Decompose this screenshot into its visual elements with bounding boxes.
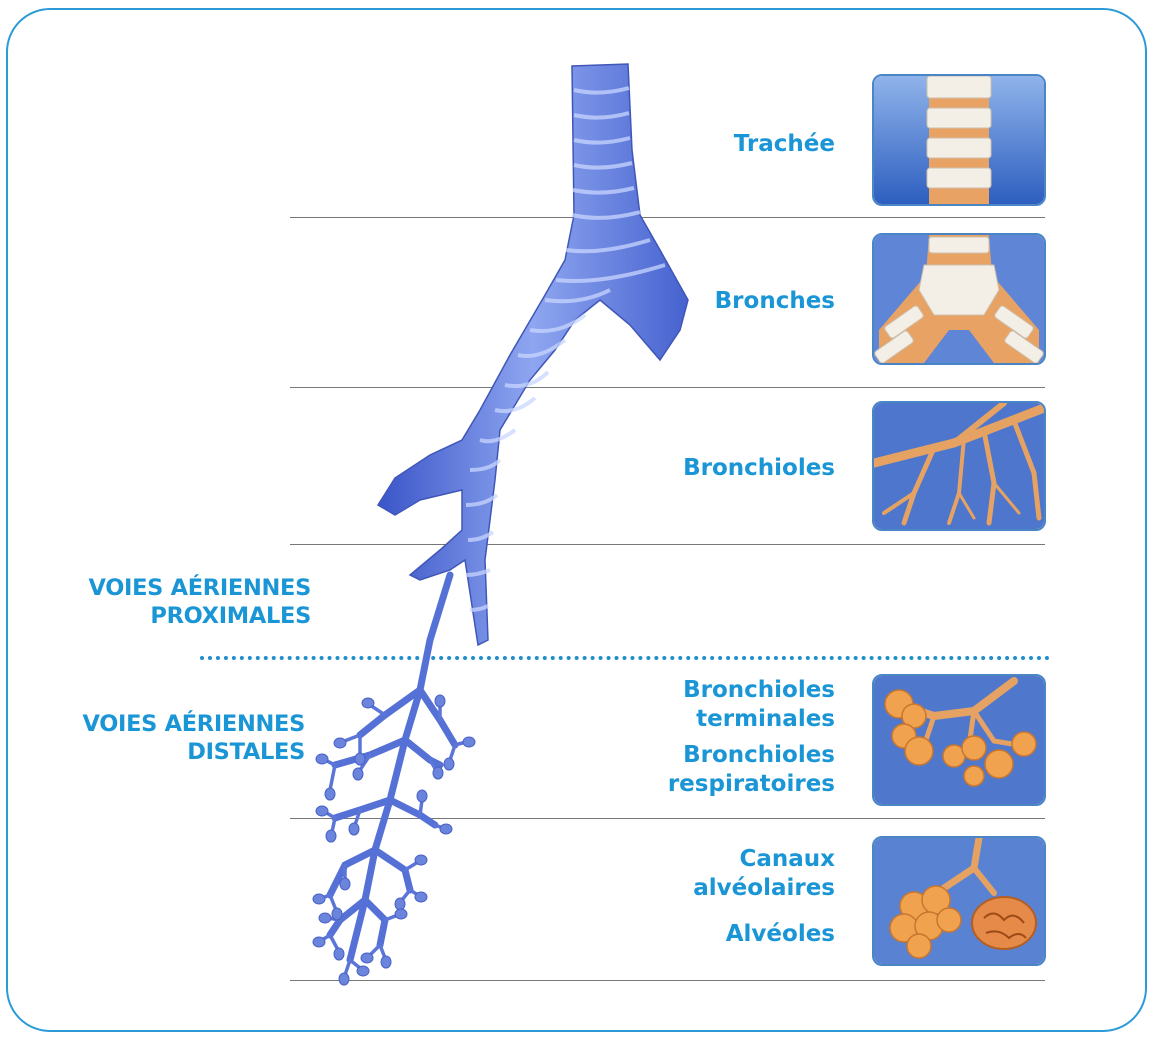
label-trachee: Trachée [734,130,835,159]
bronchi-thumbnail-icon [872,233,1046,365]
label-line: alvéolaires [693,874,835,903]
zone-proximal-label: VOIES AÉRIENNES PROXIMALES [88,574,311,630]
zone-line: PROXIMALES [88,602,311,630]
label-line: respiratoires [668,770,835,799]
alveoli-thumbnail-icon [872,836,1046,966]
bronchioles-thumbnail-icon [872,401,1046,531]
label-line: Canaux [693,845,835,874]
label-bronches: Bronches [715,287,835,316]
label-bronchioles: Bronchioles [683,454,835,483]
label-line: terminales [683,705,835,734]
label-canaux-alveolaires: Canaux alvéolaires [693,845,835,903]
terminal-bronchioles-thumbnail-icon [872,674,1046,806]
label-line: Bronchioles [668,741,835,770]
label-bronchioles-respiratoires: Bronchioles respiratoires [668,741,835,799]
zone-distal-label: VOIES AÉRIENNES DISTALES [82,710,305,766]
zone-line: VOIES AÉRIENNES [88,574,311,602]
trachea-thumbnail-icon [872,74,1046,206]
label-line: Bronchioles [683,676,835,705]
zone-line: VOIES AÉRIENNES [82,710,305,738]
label-bronchioles-terminales: Bronchioles terminales [683,676,835,734]
zone-line: DISTALES [82,738,305,766]
label-alveoles: Alvéoles [726,920,835,949]
